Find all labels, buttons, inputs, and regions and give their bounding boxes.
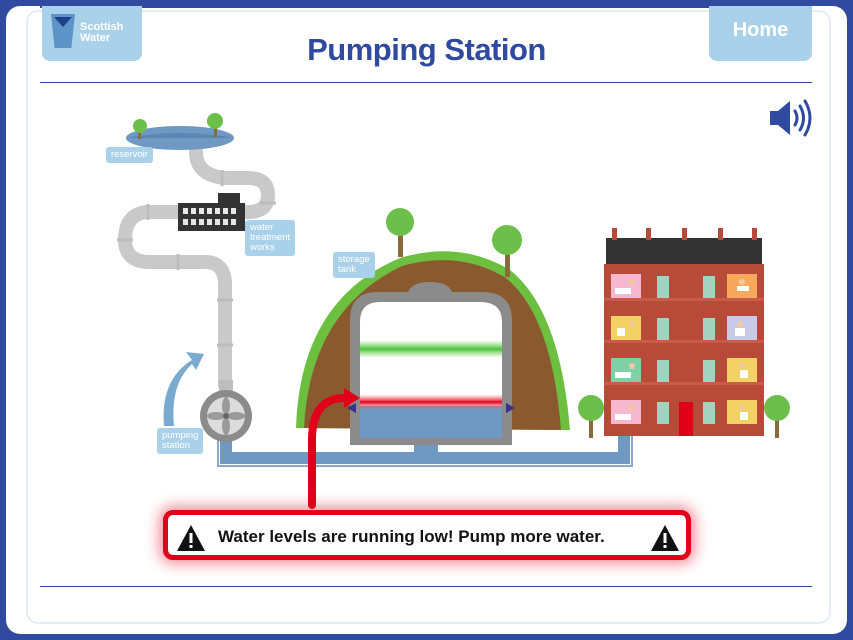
hill-tree-left — [386, 208, 414, 257]
outlet-pipes — [220, 425, 630, 464]
logo-text: Scottish Water — [80, 21, 124, 44]
treatment-works-label: water treatment works — [245, 220, 296, 256]
low-water-alert: Water levels are running low! Pump more … — [163, 510, 691, 560]
alert-message: Water levels are running low! Pump more … — [218, 527, 605, 546]
low-level-line — [360, 394, 502, 410]
curved-arrow-icon — [163, 352, 204, 426]
water-glass-icon — [51, 14, 75, 48]
reservoir-label: reservoir — [106, 147, 153, 163]
building-tree-left — [578, 395, 604, 438]
building-tree-right — [764, 395, 790, 438]
header-divider — [40, 82, 812, 83]
supply-pipes — [118, 145, 275, 392]
tenement-building — [604, 228, 764, 436]
target-level-line — [360, 340, 502, 358]
storage-tank-label: storage tank — [333, 252, 375, 278]
storage-tank-water — [360, 406, 502, 438]
scottish-water-logo: Scottish Water — [42, 6, 142, 61]
top-bar — [40, 0, 812, 8]
warning-icon — [651, 525, 679, 551]
warning-icon — [177, 525, 205, 551]
speaker-icon[interactable] — [768, 97, 814, 139]
reservoir-tree-left — [133, 119, 147, 139]
hill-tree-right — [492, 225, 522, 277]
pumping-station-label: pumping station — [157, 428, 204, 454]
treatment-works-building — [178, 193, 245, 231]
pump-flow-arrow — [308, 393, 352, 509]
reservoir-tree-right — [207, 113, 223, 137]
home-button[interactable]: Home — [709, 6, 812, 61]
pipe-joints — [117, 170, 276, 347]
page-title: Pumping Station — [307, 32, 546, 67]
pump-fan-icon — [200, 380, 252, 442]
footer-divider — [40, 586, 812, 587]
